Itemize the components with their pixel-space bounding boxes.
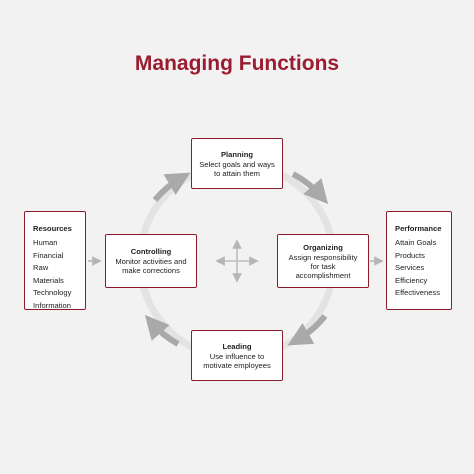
resources-item: Technology bbox=[33, 288, 72, 297]
planning-description-line: Select goals and ways bbox=[199, 159, 275, 169]
performance-item: Attain Goals bbox=[395, 238, 437, 247]
controlling-box: Controlling Monitor activities and make … bbox=[105, 234, 197, 288]
performance-heading: Performance bbox=[395, 224, 442, 233]
organizing-description-line: Assign responsibility bbox=[288, 252, 358, 262]
resources-box: Resources Human Financial Raw Materials … bbox=[24, 211, 86, 310]
organizing-heading: Organizing bbox=[303, 242, 343, 252]
resources-item: Information bbox=[33, 300, 71, 310]
planning-box: Planning Select goals and ways to attain… bbox=[191, 138, 283, 189]
leading-heading: Leading bbox=[222, 341, 252, 351]
controlling-description-line: Monitor activities and bbox=[115, 257, 187, 266]
resources-item: Raw Materials bbox=[33, 263, 64, 285]
controlling-heading: Controlling bbox=[130, 247, 172, 256]
cycle-arrow-icon bbox=[291, 171, 329, 205]
performance-box: Performance Attain Goals Products Servic… bbox=[386, 211, 452, 310]
organizing-description-line: accomplishment bbox=[295, 270, 351, 280]
organizing-box: Organizing Assign responsibility for tas… bbox=[277, 234, 369, 288]
controlling-description-line: make corrections bbox=[122, 266, 180, 275]
planning-heading: Planning bbox=[220, 149, 254, 159]
performance-item: Services bbox=[395, 263, 425, 272]
leading-description-line: motivate employees bbox=[203, 360, 271, 370]
resources-item: Human bbox=[33, 238, 58, 247]
organizing-description-line: for task bbox=[310, 261, 336, 271]
resources-heading: Resources bbox=[33, 224, 72, 233]
cycle-arrow-icon bbox=[287, 314, 328, 346]
leading-description-line: Use influence to bbox=[209, 351, 265, 361]
cycle-arrow-icon bbox=[152, 172, 191, 202]
leading-box: Leading Use influence to motivate employ… bbox=[191, 330, 283, 381]
resources-item: Financial bbox=[33, 250, 64, 260]
four-way-arrow-icon bbox=[215, 239, 259, 283]
cycle-arrow-icon bbox=[144, 314, 180, 347]
planning-description-line: to attain them bbox=[213, 168, 260, 178]
performance-item: Products bbox=[395, 250, 425, 260]
performance-item: Effectiveness bbox=[395, 288, 441, 297]
performance-item: Efficiency bbox=[395, 275, 428, 285]
page-title: Managing Functions bbox=[134, 52, 340, 75]
